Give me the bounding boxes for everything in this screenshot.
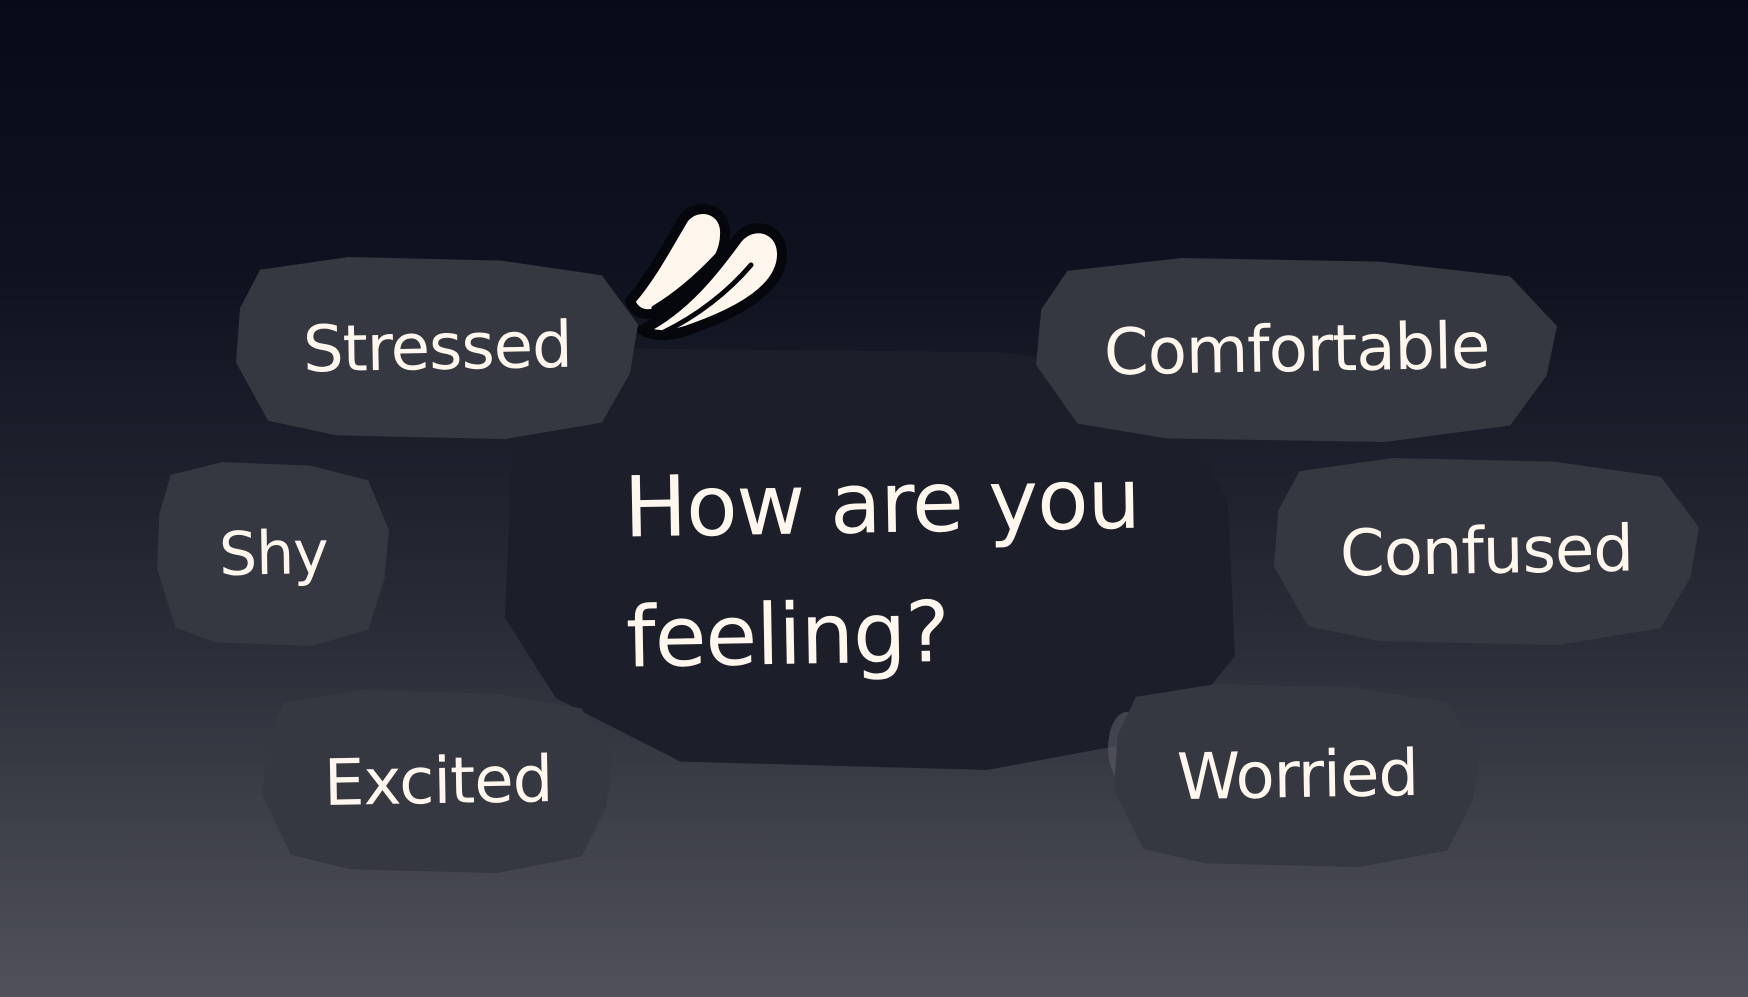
emotion-option-stressed[interactable]: Stressed — [236, 257, 638, 439]
question-text: How are you feeling? — [623, 449, 1141, 687]
emotion-option-confused[interactable]: Confused — [1274, 458, 1699, 645]
emotion-option-excited[interactable]: Excited — [263, 690, 613, 873]
emotion-label-stressed: Stressed — [302, 308, 572, 388]
emotion-label-comfortable: Comfortable — [1103, 309, 1490, 391]
emotion-label-excited: Excited — [323, 742, 553, 821]
emotion-label-confused: Confused — [1339, 511, 1634, 592]
emotion-option-comfortable[interactable]: Comfortable — [1036, 258, 1557, 442]
emotion-label-worried: Worried — [1175, 736, 1419, 815]
emotion-option-worried[interactable]: Worried — [1114, 684, 1480, 867]
bunny-ears-icon — [625, 204, 788, 340]
emotion-label-shy: Shy — [218, 518, 328, 590]
emotion-option-shy[interactable]: Shy — [157, 462, 389, 646]
